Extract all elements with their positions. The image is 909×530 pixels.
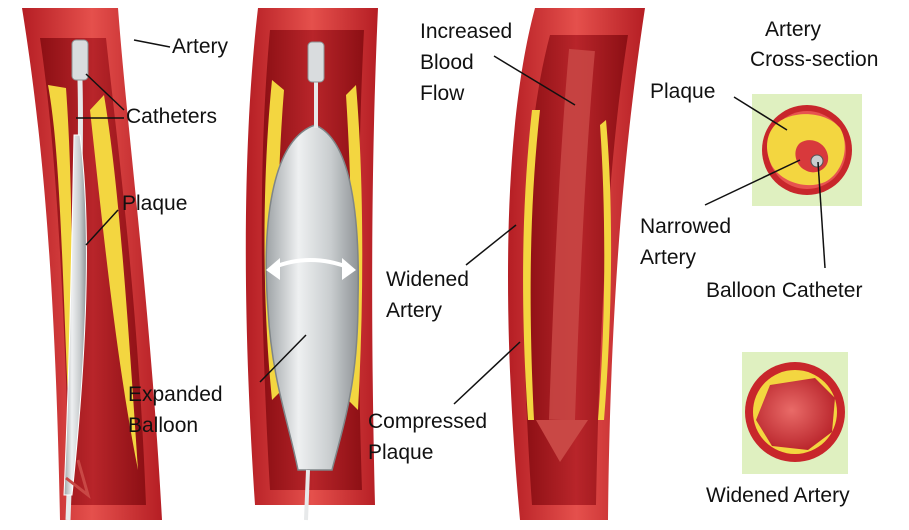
leader-artery — [134, 40, 170, 47]
label-cross-section-line2: Cross-section — [750, 48, 878, 72]
artery-2-catheter-tip — [308, 42, 324, 82]
label-cs-plaque: Plaque — [650, 80, 715, 104]
label-narrowed-artery-line2: Artery — [640, 246, 696, 270]
artery-2-balloon — [246, 8, 378, 520]
label-artery: Artery — [172, 35, 228, 59]
label-balloon-catheter: Balloon Catheter — [706, 279, 862, 303]
label-widened-artery-bottom: Widened Artery — [706, 484, 850, 508]
label-increased-flow-line1: Increased — [420, 20, 512, 44]
label-compressed-plaque-line2: Plaque — [368, 441, 433, 465]
label-cross-section-line1: Artery — [765, 18, 821, 42]
label-compressed-plaque-line1: Compressed — [368, 410, 487, 434]
label-narrowed-artery-line1: Narrowed — [640, 215, 731, 239]
label-increased-flow-line2: Blood — [420, 51, 474, 75]
label-widened-artery-line1: Widened — [386, 268, 469, 292]
label-increased-flow-line3: Flow — [420, 82, 464, 106]
artery-1-catheter-tip — [72, 40, 88, 80]
cross-section-widened — [742, 352, 848, 474]
cross-section-balloon-catheter — [811, 155, 823, 167]
cross-section-narrowed — [752, 94, 862, 206]
artery-1-narrowed — [22, 8, 162, 520]
label-catheters: Catheters — [126, 105, 217, 129]
label-expanded-balloon-line1: Expanded — [128, 383, 223, 407]
label-expanded-balloon-line2: Balloon — [128, 414, 198, 438]
label-widened-artery-line2: Artery — [386, 299, 442, 323]
artery-2-catheter-wire-bottom — [306, 470, 308, 520]
artery-3-widened — [508, 8, 645, 520]
label-plaque: Plaque — [122, 192, 187, 216]
